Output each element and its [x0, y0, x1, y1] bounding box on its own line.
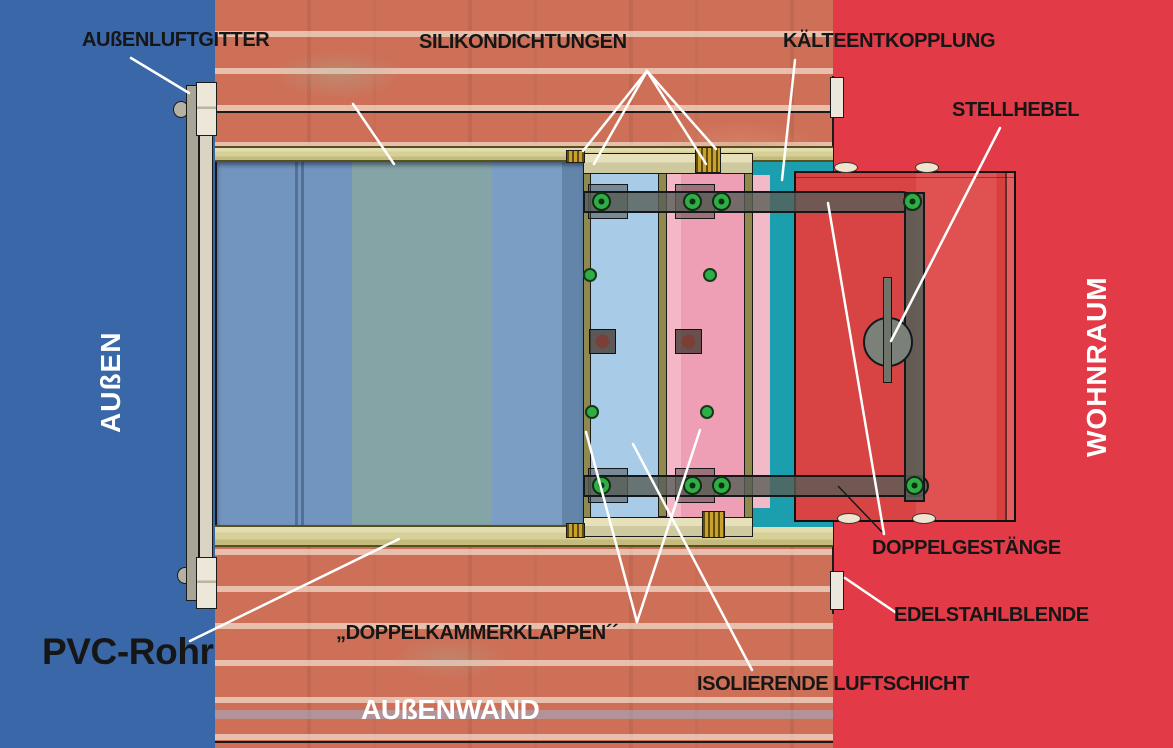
linkage-pivot [712, 192, 731, 211]
label-double-linkage: DOPPELGESTÄNGE [872, 537, 1061, 559]
mortar-blue-row [215, 710, 833, 719]
linkage-pivot [905, 476, 924, 495]
linkage-pivot [683, 476, 702, 495]
label-outside-area: AUßEN [95, 331, 126, 433]
silicone-seal-top-left [566, 150, 585, 163]
label-insulating-air-layer: ISOLIERENDE LUFTSCHICHT [697, 673, 969, 695]
flap-axle-bump [700, 405, 714, 419]
label-adjusting-lever: STELLHEBEL [952, 99, 1080, 121]
cold-decoupling-vertical [770, 173, 796, 525]
linkage-pivot [712, 476, 731, 495]
screw-cap [912, 513, 936, 524]
indoor-unit-front-face [1005, 173, 1014, 520]
flap-axle-bump [583, 268, 597, 282]
flap-axle-bump [585, 405, 599, 419]
linkage-pivot [592, 192, 611, 211]
linkage-pivot [683, 192, 702, 211]
flap-counterweight-left [589, 329, 616, 354]
screw-cap [915, 162, 939, 173]
wall-opening-top-line [215, 111, 833, 113]
wall-bottom-line [215, 741, 833, 743]
label-living-room-area: WOHNRAUM [1081, 276, 1112, 457]
lever-handle-plate [883, 277, 892, 383]
screw-cap [837, 513, 861, 524]
outer-air-grille-bar [186, 85, 199, 601]
duct-interior [215, 162, 585, 525]
flap-counterweight-right [675, 329, 702, 354]
label-cold-decoupling: KÄLTEENTKOPPLUNG [783, 30, 996, 52]
silicone-seal-bottom-left [566, 523, 585, 538]
grille-cap-top [196, 82, 217, 136]
label-stainless-steel-cover: EDELSTAHLBLENDE [894, 604, 1089, 626]
silicone-seal-bottom-right [702, 511, 725, 538]
flap-axle-bump [703, 268, 717, 282]
label-pvc-pipe: PVC-Rohr [42, 631, 214, 672]
screw-cap [834, 162, 858, 173]
stainless-cover-plate-top [830, 77, 844, 118]
pink-outer-strip [750, 162, 772, 525]
label-outer-wall: AUßENWAND [361, 694, 540, 725]
stainless-cover-plate-bottom [830, 571, 844, 610]
grille-cap-bottom [196, 557, 217, 609]
label-silicone-seals: SILIKONDICHTUNGEN [419, 31, 627, 53]
indoor-unit-top-line [796, 177, 1014, 178]
label-outer-air-grille: AUßENLUFTGITTER [82, 29, 270, 51]
label-double-chamber-flaps: „DOPPELKAMMERKLAPPEN´´ [336, 622, 619, 644]
linkage-pivot [903, 192, 922, 211]
